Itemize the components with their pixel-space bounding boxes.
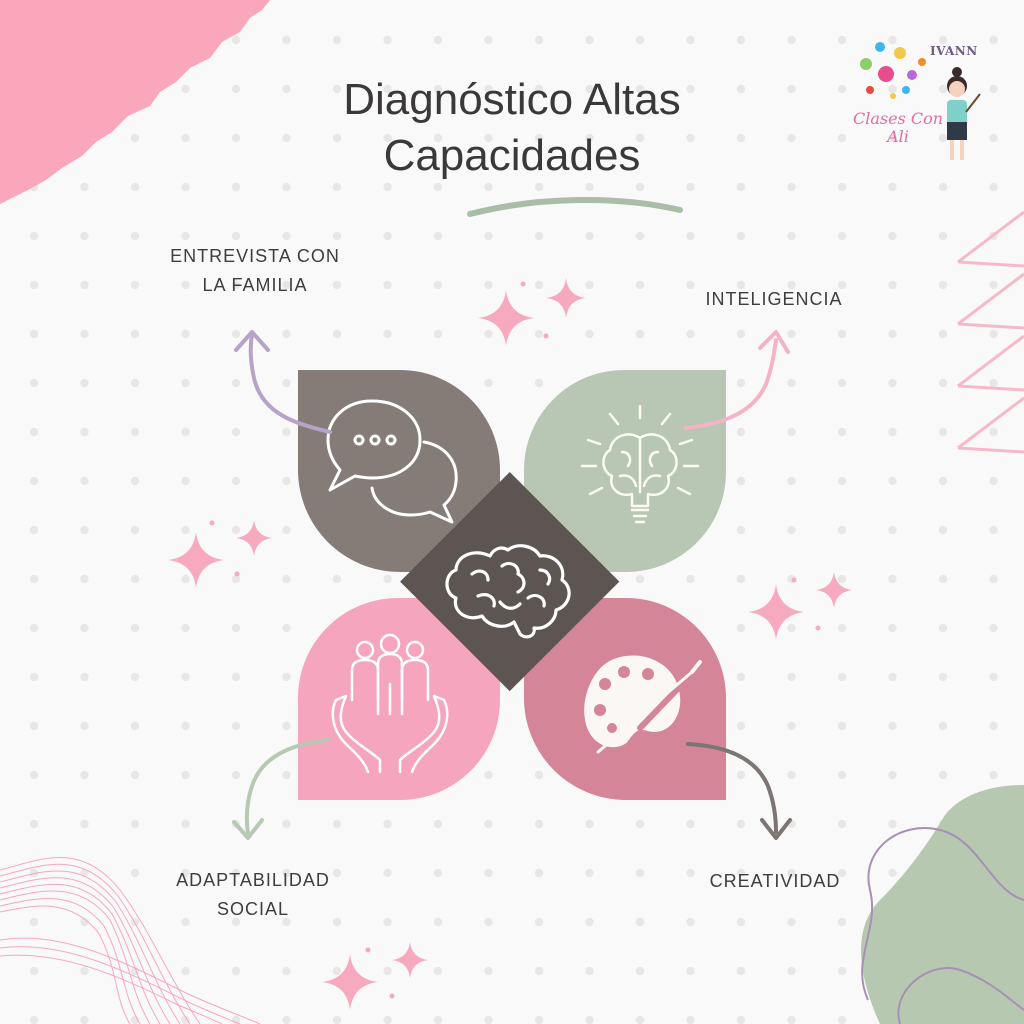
center-diamond: [400, 471, 620, 692]
label-adaptabilidad: ADAPTABILIDAD SOCIAL: [176, 870, 330, 919]
logo-name: Clases Con Ali: [852, 109, 944, 146]
arrowhead-adaptabilidad: [232, 818, 264, 840]
arrowhead-inteligencia: [758, 330, 790, 354]
arrow-entrevista: [248, 332, 332, 434]
teacher-avatar: [947, 67, 981, 160]
sparkle-decorations: [168, 278, 852, 1010]
arrow-inteligencia: [684, 338, 778, 430]
title-underline: [467, 196, 683, 217]
chevron-decoration: [957, 210, 1024, 454]
palette-icon: [584, 655, 702, 754]
brain-lightbulb-icon: [580, 404, 700, 524]
arrow-creatividad: [686, 742, 778, 834]
logo-bubbles: [860, 42, 926, 99]
arrow-adaptabilidad: [244, 738, 330, 836]
title-line-2: Capacidades: [383, 131, 641, 180]
arrowhead-creatividad: [760, 818, 792, 840]
wave-lines-decoration: [0, 857, 261, 1024]
green-blob-decoration: [861, 785, 1024, 1024]
brain-icon: [445, 544, 571, 639]
label-entrevista: ENTREVISTA CON LA FAMILIA: [170, 246, 340, 295]
logo-brand: IVANN: [930, 44, 978, 58]
petal-inteligencia: [524, 369, 727, 573]
petal-adaptabilidad: [298, 597, 501, 800]
title-line-1: Diagnóstico Altas: [343, 75, 681, 124]
hands-people-icon: [331, 633, 449, 774]
chat-bubbles-icon: [326, 399, 458, 524]
arrowhead-entrevista: [234, 330, 270, 352]
pink-brush-corner: [0, 0, 270, 204]
lavender-line-decoration: [861, 827, 1024, 1024]
label-inteligencia: INTELIGENCIA: [705, 289, 843, 309]
label-creatividad: CREATIVIDAD: [709, 871, 841, 891]
page-title: Diagnóstico Altas Capacidades: [262, 72, 762, 184]
